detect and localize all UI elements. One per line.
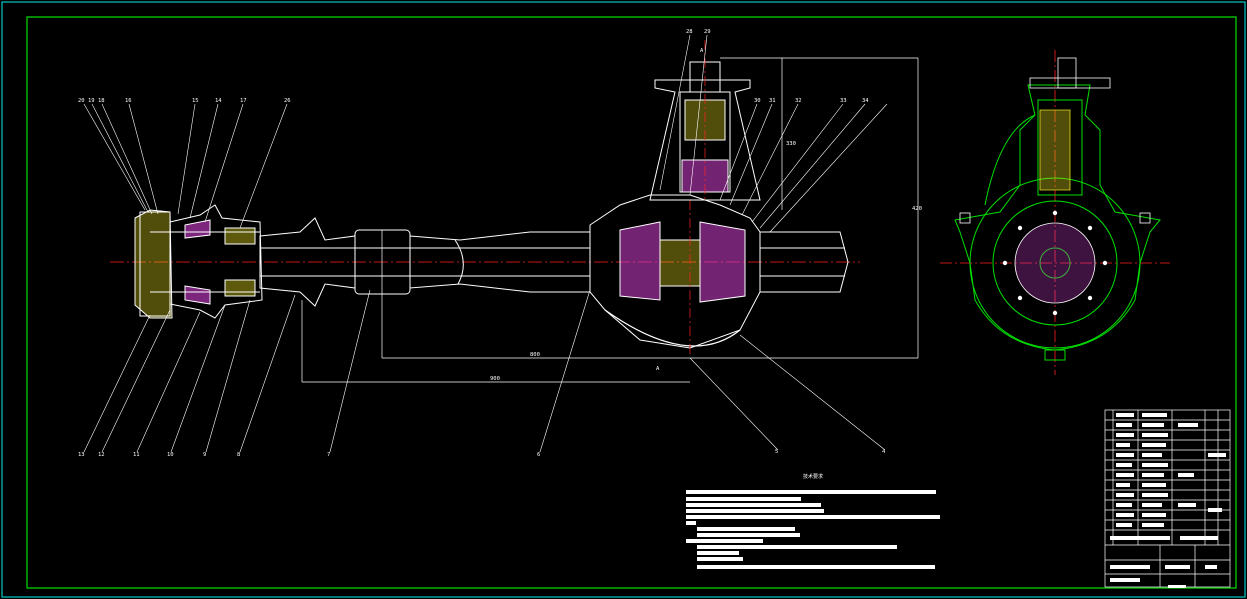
dimension-label: 420 (912, 206, 922, 212)
part-label: 13 (78, 452, 85, 458)
part-label: 26 (284, 98, 291, 104)
part-label: 28 (686, 29, 693, 35)
differential-housing (589, 194, 849, 355)
part-label: 33 (840, 98, 847, 104)
wheel-hub (134, 204, 263, 319)
part-label: 18 (98, 98, 105, 104)
technical-notes: 技术要求 (686, 473, 940, 569)
pinion-tower (649, 40, 761, 201)
title-block (1104, 409, 1231, 588)
part-label: 17 (240, 98, 247, 104)
part-label: 19 (88, 98, 95, 104)
part-label: 31 (769, 98, 776, 104)
part-label: 6 (537, 452, 540, 458)
leader-lines (83, 34, 888, 453)
side-section-view (940, 50, 1170, 375)
dimension-label: 900 (490, 376, 500, 382)
part-label: 5 (775, 449, 778, 455)
dimension-label: 330 (786, 141, 796, 147)
inner-border (26, 16, 1237, 589)
part-label: 8 (237, 452, 240, 458)
part-label: 15 (192, 98, 199, 104)
part-label: 12 (98, 452, 105, 458)
part-label: 14 (215, 98, 222, 104)
section-mark: A (656, 366, 660, 372)
dimension-label: 800 (530, 352, 540, 358)
part-label: 32 (795, 98, 802, 104)
part-label: 9 (203, 452, 206, 458)
half-shaft-housing (259, 217, 591, 307)
part-label: 7 (327, 452, 330, 458)
notes-title: 技术要求 (803, 473, 823, 480)
part-label: 11 (133, 452, 140, 458)
axle-section-view (83, 34, 919, 453)
part-label: 10 (167, 452, 174, 458)
part-label: 16 (125, 98, 132, 104)
dimension-lines (301, 57, 919, 383)
part-label: 20 (78, 98, 85, 104)
part-label: 29 (704, 29, 711, 35)
part-labels: 20 19 18 16 15 14 17 26 28 29 30 31 32 3… (78, 29, 922, 458)
section-mark: A (700, 48, 704, 54)
part-label: 4 (882, 449, 886, 455)
part-label: 34 (862, 98, 869, 104)
part-label: 30 (754, 98, 761, 104)
